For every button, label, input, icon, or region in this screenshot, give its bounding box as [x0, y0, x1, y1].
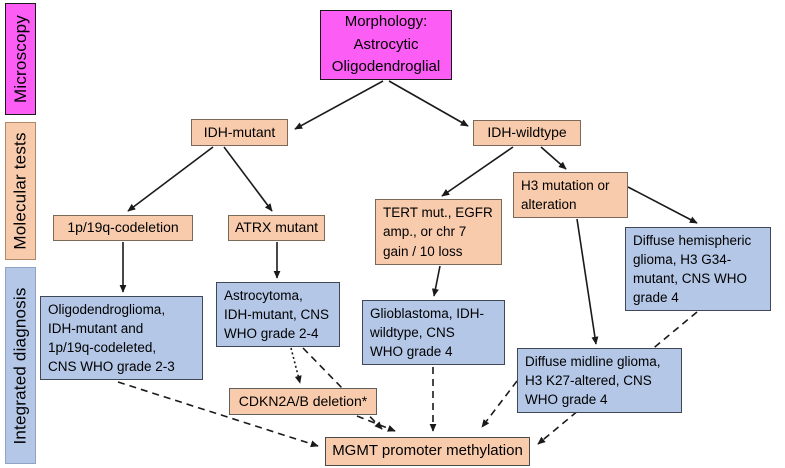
sidebar-band-label: Molecular tests — [10, 132, 30, 250]
sidebar-band-integrated-diagnosis: Integrated diagnosis — [5, 267, 36, 464]
node-diffuse-hemispheric-glioma: Diffuse hemispheric glioma, H3 G34- muta… — [625, 227, 771, 311]
node-mgmt-promoter-methylation: MGMT promoter methylation — [325, 437, 530, 466]
node-glioblastoma: Glioblastoma, IDH- wildtype, CNS WHO gra… — [362, 300, 505, 365]
edge-idhwildtype-tert — [441, 146, 514, 197]
sidebar-band-label: Integrated diagnosis — [10, 286, 30, 445]
sidebar-band-microscopy: Microscopy — [5, 3, 36, 115]
edge-tert-glioblastoma — [431, 265, 441, 297]
edge-idhwildtype-h3 — [540, 146, 567, 170]
edge-h3-midline — [576, 218, 599, 345]
node-oligodendroglioma: Oligodendroglioma, IDH-mutant and 1p/19q… — [40, 296, 203, 380]
node-atrx-mutant: ATRX mutant — [228, 215, 325, 241]
edge-idhmutant-atrx — [223, 146, 273, 212]
node-diffuse-midline-glioma: Diffuse midline glioma, H3 K27-altered, … — [517, 348, 682, 413]
sidebar-band-label: Microscopy — [10, 15, 30, 103]
edge-midline-mgmt — [481, 380, 518, 428]
node-1p19q-codeletion: 1p/19q-codeletion — [53, 215, 193, 241]
sidebar-band-molecular-tests: Molecular tests — [5, 122, 36, 260]
edge-idhmutant-codeletion — [127, 146, 214, 212]
node-cdkn2ab-deletion: CDKN2A/B deletion* — [229, 388, 377, 415]
edge-morphology-idhmutant — [294, 80, 384, 130]
node-h3-mutation: H3 mutation or alteration — [513, 172, 628, 218]
edge-morphology-idhwildtype — [388, 80, 469, 127]
edge-oligodendroglioma-mgmt — [117, 381, 319, 448]
node-idh-mutant: IDH-mutant — [191, 119, 288, 146]
edge-astrocytoma-mgmt — [302, 347, 383, 430]
node-idh-wildtype: IDH-wildtype — [473, 120, 581, 146]
edge-h3-hemispheric — [627, 186, 698, 224]
node-morphology: Morphology: Astrocytic Oligodendroglial — [320, 10, 452, 80]
edge-hemispheric-mgmt — [537, 311, 698, 445]
node-astrocytoma: Astrocytoma, IDH-mutant, CNS WHO grade 2… — [216, 282, 340, 347]
node-tert-egfr-chr7-10: TERT mut., EGFR amp., or chr 7 gain / 10… — [375, 199, 502, 265]
edge-cdkn-mgmt — [356, 415, 396, 432]
edge-astrocytoma-cdkn — [290, 347, 302, 384]
